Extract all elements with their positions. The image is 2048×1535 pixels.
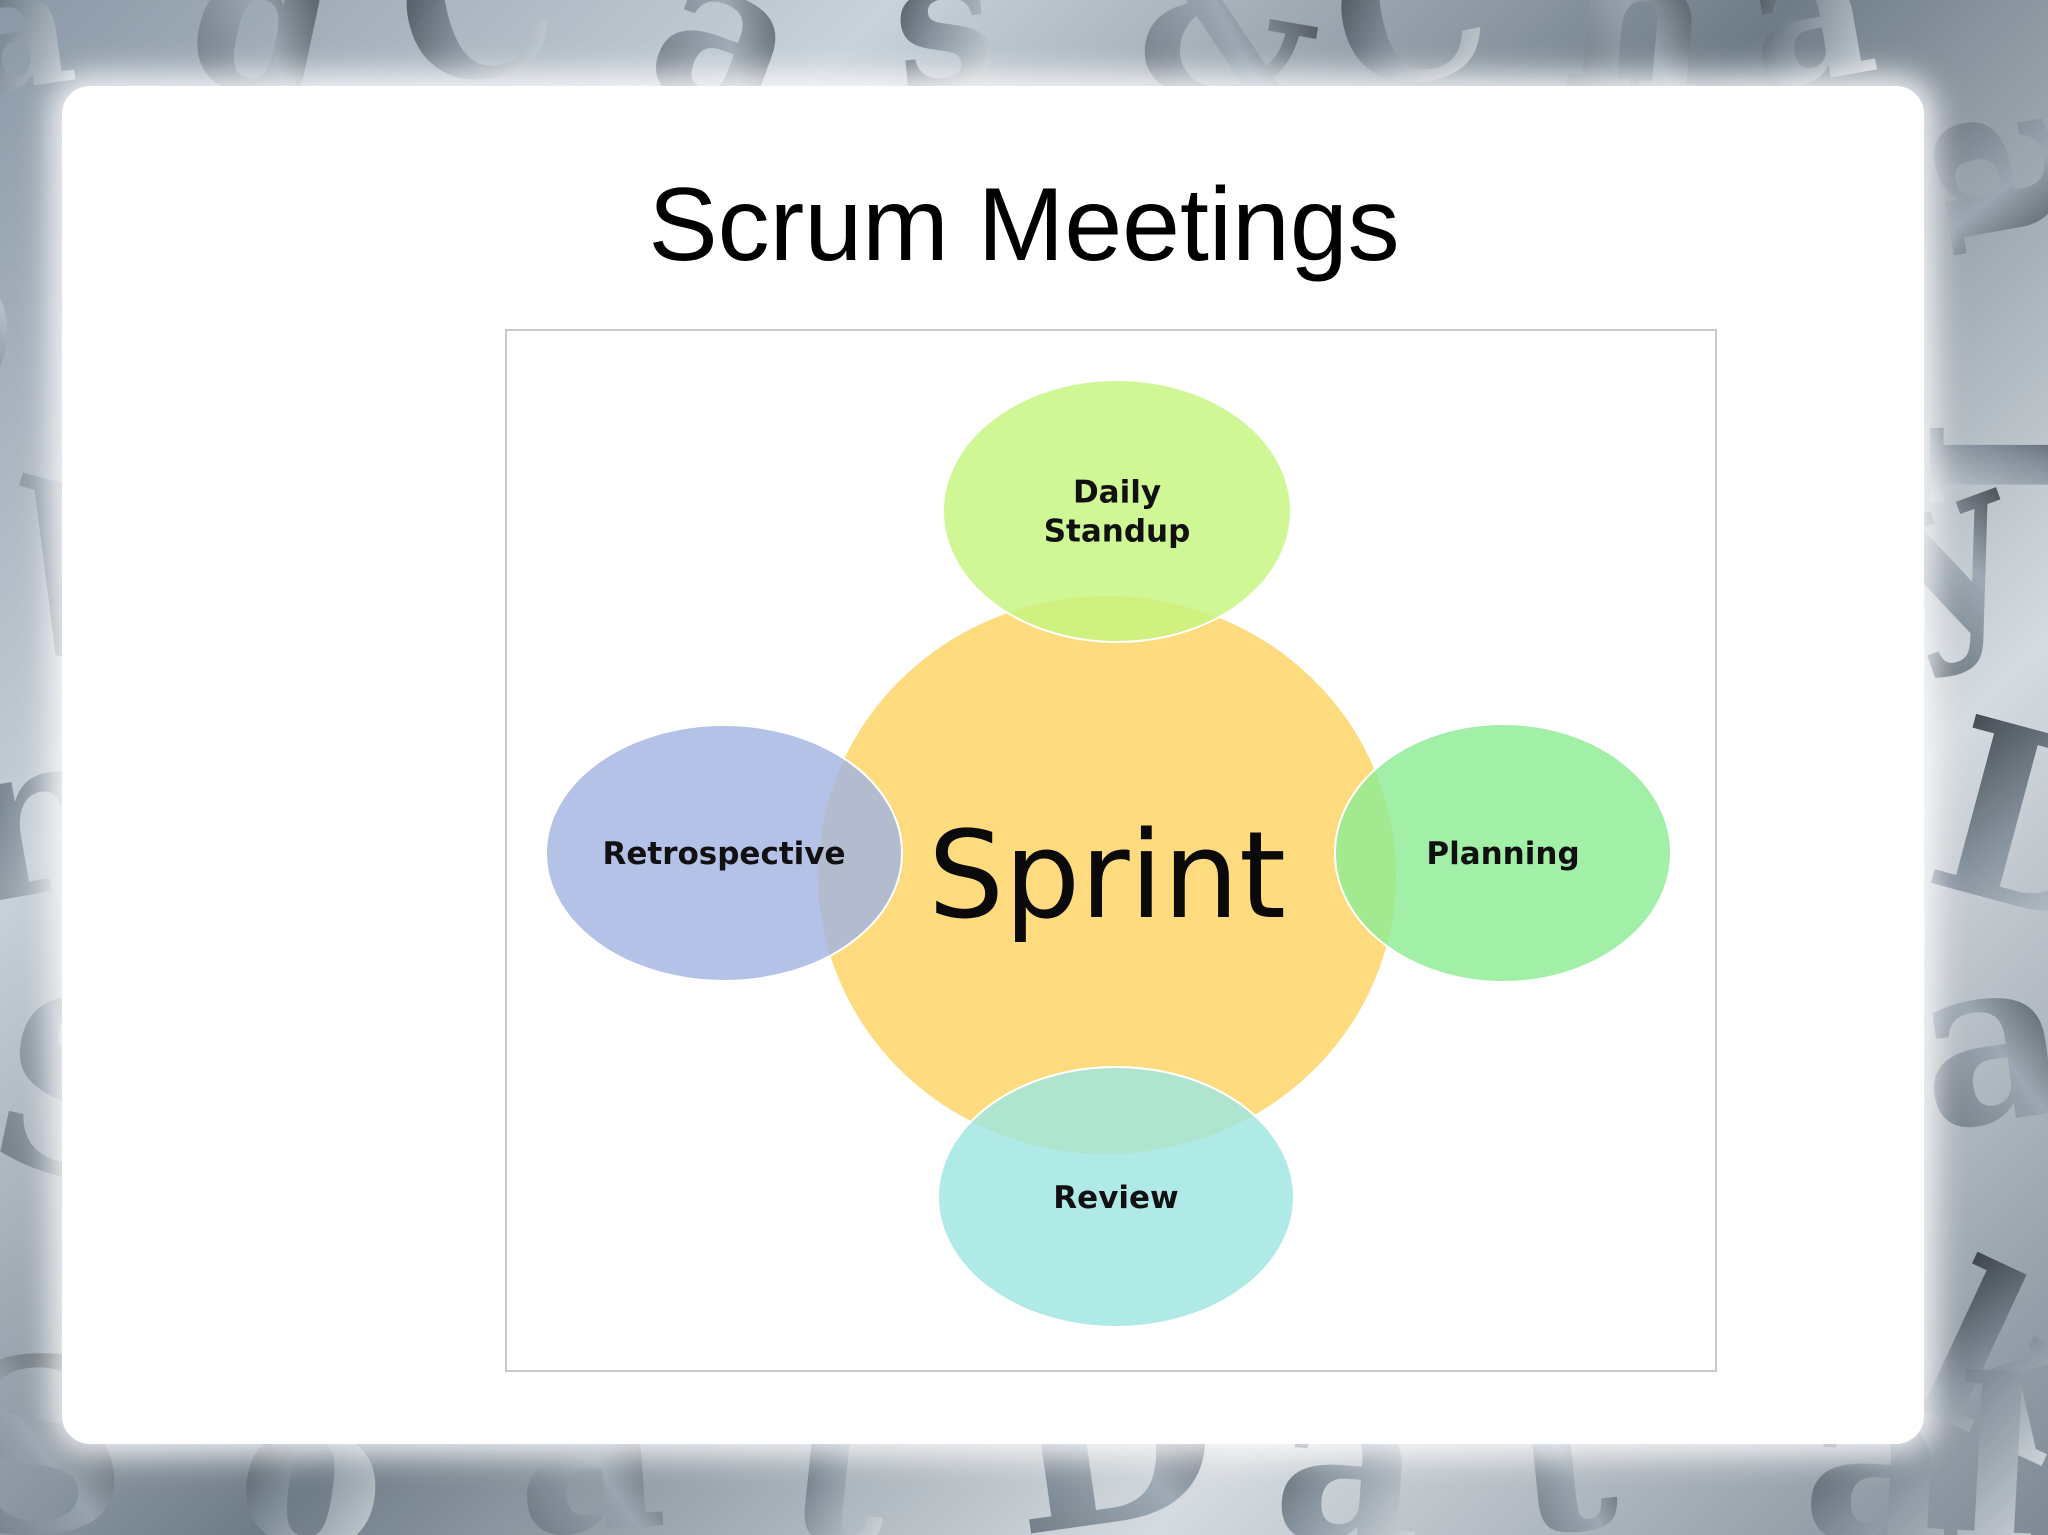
review-label: Review (1053, 1180, 1178, 1216)
slide-title: Scrum Meetings (648, 167, 1400, 283)
review-bubble (937, 1066, 1295, 1328)
retrospective-bubble (545, 724, 903, 982)
daily-standup-label: Standup (1044, 514, 1191, 550)
sprint-label: Sprint (928, 807, 1286, 946)
daily-standup-label: Daily (1073, 475, 1161, 511)
planning-bubble (1334, 723, 1672, 983)
retrospective-label: Retrospective (602, 836, 845, 872)
planning-label: Planning (1426, 836, 1579, 872)
daily-standup-bubble (942, 379, 1292, 643)
svg-text:e: e (0, 252, 61, 414)
